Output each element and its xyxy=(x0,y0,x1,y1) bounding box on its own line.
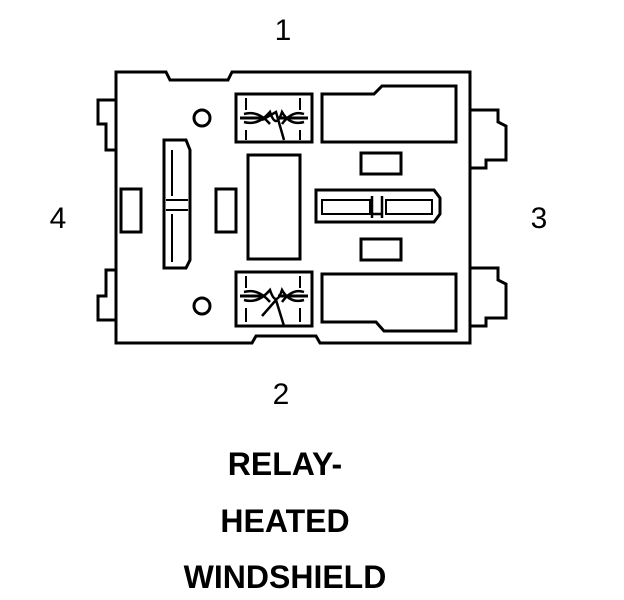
caption-line-1: RELAY- xyxy=(227,446,343,482)
mounting-hole-top xyxy=(192,108,212,128)
pin2-terminal xyxy=(234,270,314,328)
caption-line-2: HEATED xyxy=(220,503,350,539)
center-small-slot xyxy=(214,187,238,234)
caption-line-3: WINDSHIELD xyxy=(183,559,387,595)
mounting-hole-bottom xyxy=(192,296,212,316)
left-clip-top xyxy=(96,98,116,152)
right-clip-bottom xyxy=(470,266,508,328)
pin-label-1: 1 xyxy=(274,14,292,47)
left-small-slot xyxy=(119,187,143,234)
right-clip-top xyxy=(470,108,508,170)
relay-housing xyxy=(114,70,472,345)
upper-right-terminal xyxy=(320,84,458,144)
pin4-slot xyxy=(162,138,192,270)
pin-label-3: 3 xyxy=(530,202,548,235)
pin-label-4: 4 xyxy=(49,202,67,235)
center-coil-block xyxy=(246,153,302,261)
left-clip-bottom xyxy=(96,268,116,322)
pin-label-2: 2 xyxy=(272,378,290,411)
upper-small-slot xyxy=(359,151,403,176)
lower-small-slot xyxy=(359,237,403,262)
pin3-terminal xyxy=(314,188,442,224)
lower-right-terminal xyxy=(320,272,458,333)
pin1-terminal xyxy=(234,92,314,144)
